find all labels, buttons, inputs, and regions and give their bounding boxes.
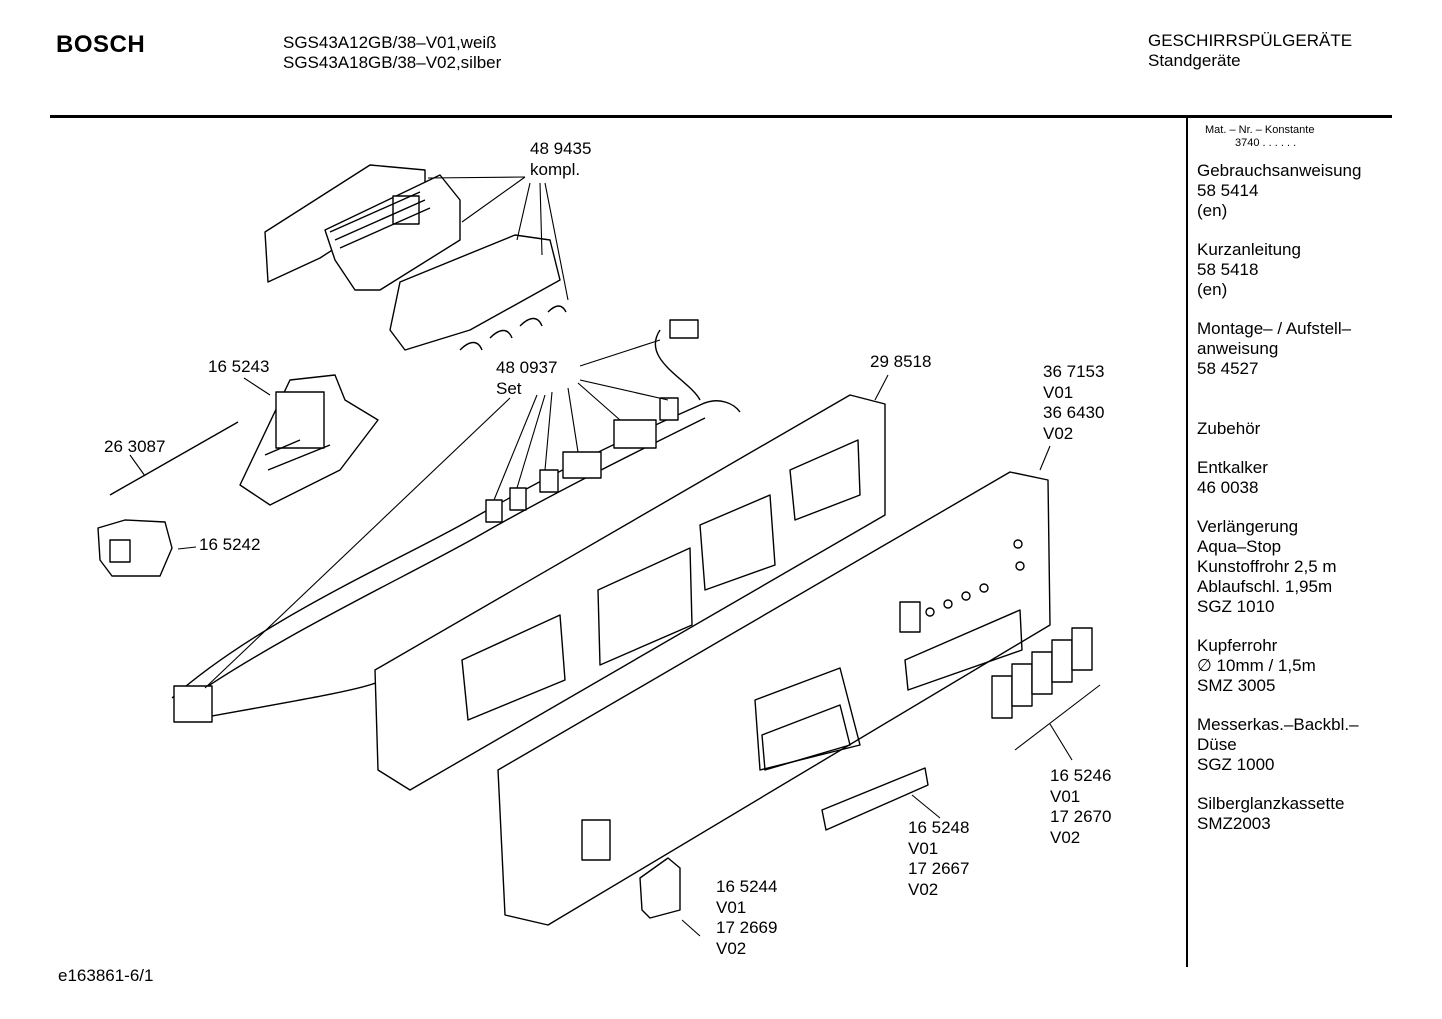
door-switch-part — [239, 374, 379, 506]
sidebar-line: 58 5418 — [1197, 260, 1259, 279]
sidebar-line: Kunstoffrohr 2,5 m — [1197, 557, 1337, 576]
sidebar-line: Silberglanzkassette — [1197, 794, 1345, 813]
callout-line: kompl. — [530, 159, 581, 179]
accessories-sidebar: Mat. – Nr. – Konstante 3740 . . . . . . … — [1197, 124, 1437, 834]
callout-36-7153: 36 7153 V01 36 6430 V02 — [1043, 362, 1104, 444]
sidebar-line: Düse — [1197, 735, 1237, 754]
callout-16-5244: 16 5244 V01 17 2669 V02 — [716, 877, 777, 959]
sidebar-line: SGZ 1000 — [1197, 755, 1275, 774]
callout-line: 17 2667 — [908, 859, 970, 879]
sidebar-line: Montage– / Aufstell– — [1197, 319, 1352, 338]
wiring-harness-part — [171, 319, 741, 723]
sidebar-line: (en) — [1197, 201, 1228, 220]
knob-part — [639, 857, 681, 919]
sidebar-group-silberglanz: Silberglanzkassette SMZ2003 — [1197, 794, 1437, 834]
callout-line: 17 2670 — [1050, 807, 1112, 827]
callout-line: 17 2669 — [716, 918, 778, 938]
callout-26-3087: 26 3087 — [104, 437, 165, 458]
spring-rod-part — [109, 421, 239, 496]
sidebar-group-verlaengerung: Verlängerung Aqua–Stop Kunstoffrohr 2,5 … — [1197, 517, 1437, 617]
header-divider — [50, 115, 1392, 118]
sidebar-group-kurzanleitung: Kurzanleitung 58 5418 (en) — [1197, 240, 1437, 300]
callout-line: 48 0937 — [496, 358, 558, 377]
callout-line: V02 — [716, 938, 747, 958]
callout-29-8518: 29 8518 — [870, 352, 931, 373]
sidebar-line: anweisung — [1197, 339, 1279, 358]
mat-nr-label: Mat. – Nr. – Konstante — [1205, 124, 1315, 136]
category-title: GESCHIRRSPÜLGERÄTE — [1148, 31, 1353, 50]
sidebar-line: Aqua–Stop — [1197, 537, 1282, 556]
drawing-code: e163861-6/1 — [58, 966, 154, 985]
callout-line: V01 — [1043, 382, 1074, 402]
sidebar-line: SMZ 3005 — [1197, 676, 1276, 695]
sidebar-line: ∅ 10mm / 1,5m — [1197, 656, 1316, 675]
sidebar-line: 58 5414 — [1197, 181, 1259, 200]
callout-line: 16 5248 — [908, 818, 970, 837]
exploded-parts-drawing — [97, 164, 1101, 937]
main-switch-part — [97, 519, 173, 577]
sidebar-line: Kupferrohr — [1197, 636, 1278, 655]
sidebar-group-gebrauchsanweisung: Gebrauchsanweisung 58 5414 (en) — [1197, 161, 1437, 221]
callout-line: 16 5246 — [1050, 766, 1112, 785]
callout-line: V02 — [908, 879, 939, 899]
sidebar-line: Entkalker — [1197, 458, 1268, 477]
leader-lines — [129, 176, 1101, 937]
sidebar-line: 58 4527 — [1197, 359, 1259, 378]
sidebar-group-kupferrohr: Kupferrohr ∅ 10mm / 1,5m SMZ 3005 — [1197, 636, 1437, 696]
callout-line: 16 5244 — [716, 877, 778, 896]
sidebar-group-entkalker: Entkalker 46 0038 — [1197, 458, 1437, 498]
sidebar-line: Gebrauchsanweisung — [1197, 161, 1362, 180]
sidebar-line: SMZ2003 — [1197, 814, 1271, 833]
callout-line: 16 5243 — [208, 357, 270, 376]
sidebar-line: Verlängerung — [1197, 517, 1299, 536]
callout-16-5243: 16 5243 — [208, 357, 269, 378]
control-module-part — [264, 164, 567, 351]
sidebar-line: SGZ 1010 — [1197, 597, 1275, 616]
sidebar-group-zubehoer: Zubehör — [1197, 419, 1437, 439]
sidebar-group-montage: Montage– / Aufstell– anweisung 58 4527 — [1197, 319, 1437, 379]
mat-nr-value: 3740 . . . . . . — [1235, 137, 1297, 149]
callout-line: Set — [496, 378, 522, 398]
callout-16-5248: 16 5248 V01 17 2667 V02 — [908, 818, 969, 900]
callout-line: 48 9435 — [530, 139, 592, 158]
sidebar-line: Messerkas.–Backbl.– — [1197, 715, 1359, 734]
callout-line: 16 5242 — [199, 535, 261, 554]
category-subtitle: Standgeräte — [1148, 51, 1241, 70]
model-line-1: SGS43A12GB/38–V01,weiß — [283, 33, 497, 52]
callout-16-5242: 16 5242 — [199, 535, 260, 556]
callout-line: 26 3087 — [104, 437, 166, 456]
sidebar-group-messerkasten: Messerkas.–Backbl.– Düse SGZ 1000 — [1197, 715, 1437, 775]
model-line-2: SGS43A18GB/38–V02,silber — [283, 53, 502, 72]
callout-line: V01 — [1050, 786, 1081, 806]
sidebar-line: 46 0038 — [1197, 478, 1259, 497]
callout-line: 36 6430 — [1043, 403, 1105, 423]
sidebar-line: Kurzanleitung — [1197, 240, 1301, 259]
program-buttons-part — [991, 627, 1093, 719]
callout-line: V02 — [1043, 423, 1074, 443]
callout-line: 29 8518 — [870, 352, 932, 371]
brand-logo: BOSCH — [56, 31, 146, 58]
callout-48-9435: 48 9435 kompl. — [530, 139, 591, 180]
sidebar-line: Zubehör — [1197, 419, 1261, 438]
inner-frame-part — [374, 394, 886, 791]
callout-48-0937: 48 0937 Set — [496, 358, 557, 399]
callout-line: V01 — [716, 897, 747, 917]
callout-line: 36 7153 — [1043, 362, 1105, 381]
callout-line: V01 — [908, 838, 939, 858]
sidebar-line: (en) — [1197, 280, 1228, 299]
front-fascia-part — [497, 471, 1051, 926]
handle-strip-part — [821, 767, 929, 831]
callout-16-5246: 16 5246 V01 17 2670 V02 — [1050, 766, 1111, 848]
sidebar-line: Ablaufschl. 1,95m — [1197, 577, 1333, 596]
callout-line: V02 — [1050, 827, 1081, 847]
sidebar-divider — [1186, 115, 1188, 967]
